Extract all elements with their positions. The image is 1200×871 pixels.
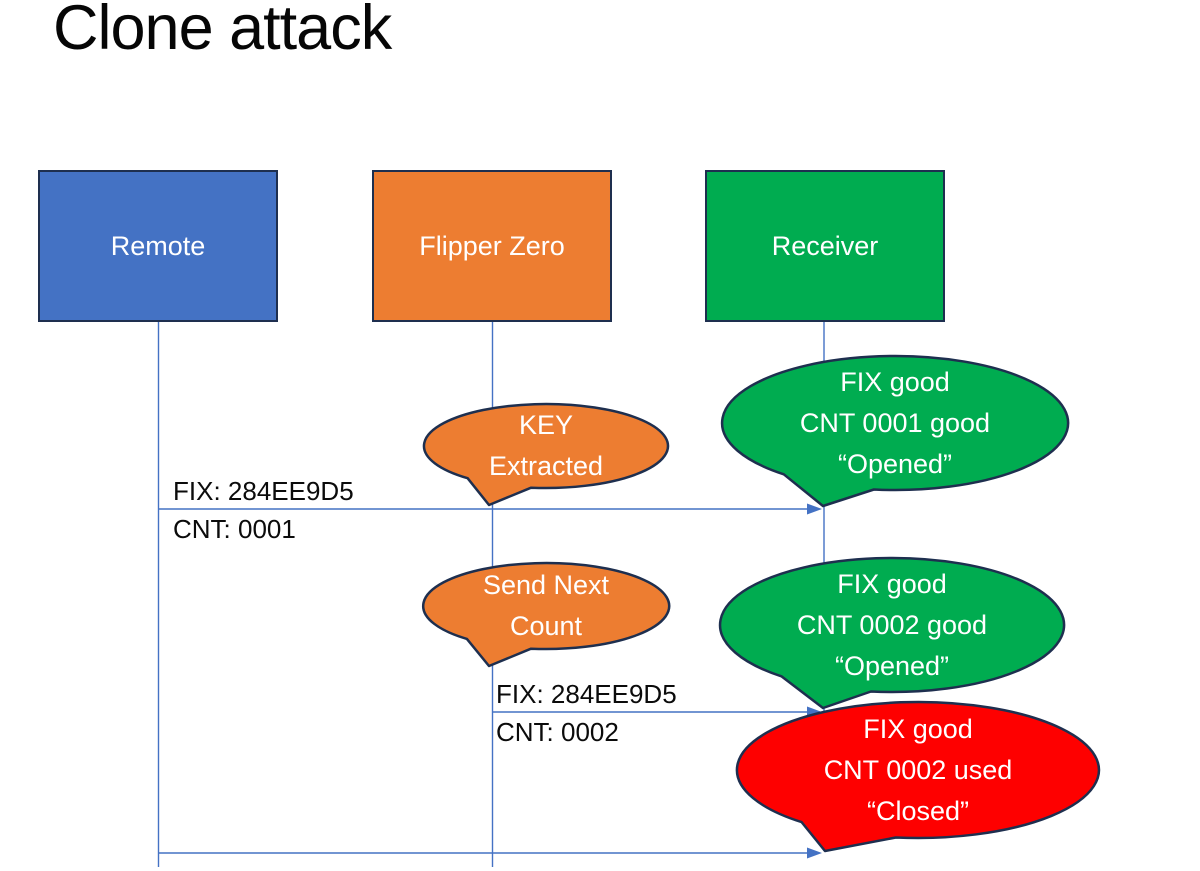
message-1-arrowhead [807,503,822,515]
actor-label-remote: Remote [110,230,206,261]
slide-title: Clone attack [53,0,392,63]
callout-shape-key-extracted [422,402,670,507]
message-1-cnt-label: CNT: 0001 [173,514,296,544]
callout-shape-opened-cnt-0001 [720,354,1070,508]
actor-label-flipper-zero: Flipper Zero [419,230,565,261]
actor-box-remote: Remote [38,170,278,322]
message-2-fix-label: FIX: 284EE9D5 [496,679,677,709]
actor-label-receiver: Receiver [771,230,879,261]
message-3-arrowhead [807,847,822,859]
message-1-fix-label: FIX: 284EE9D5 [173,476,354,506]
callout-shape-send-next-count [422,561,671,668]
message-2-cnt-label: CNT: 0002 [496,717,619,747]
callout-shape-closed-cnt-0002-used [735,700,1101,853]
actor-box-flipper-zero: Flipper Zero [372,170,612,322]
actor-box-receiver: Receiver [705,170,945,322]
callout-shape-opened-cnt-0002 [718,556,1066,710]
